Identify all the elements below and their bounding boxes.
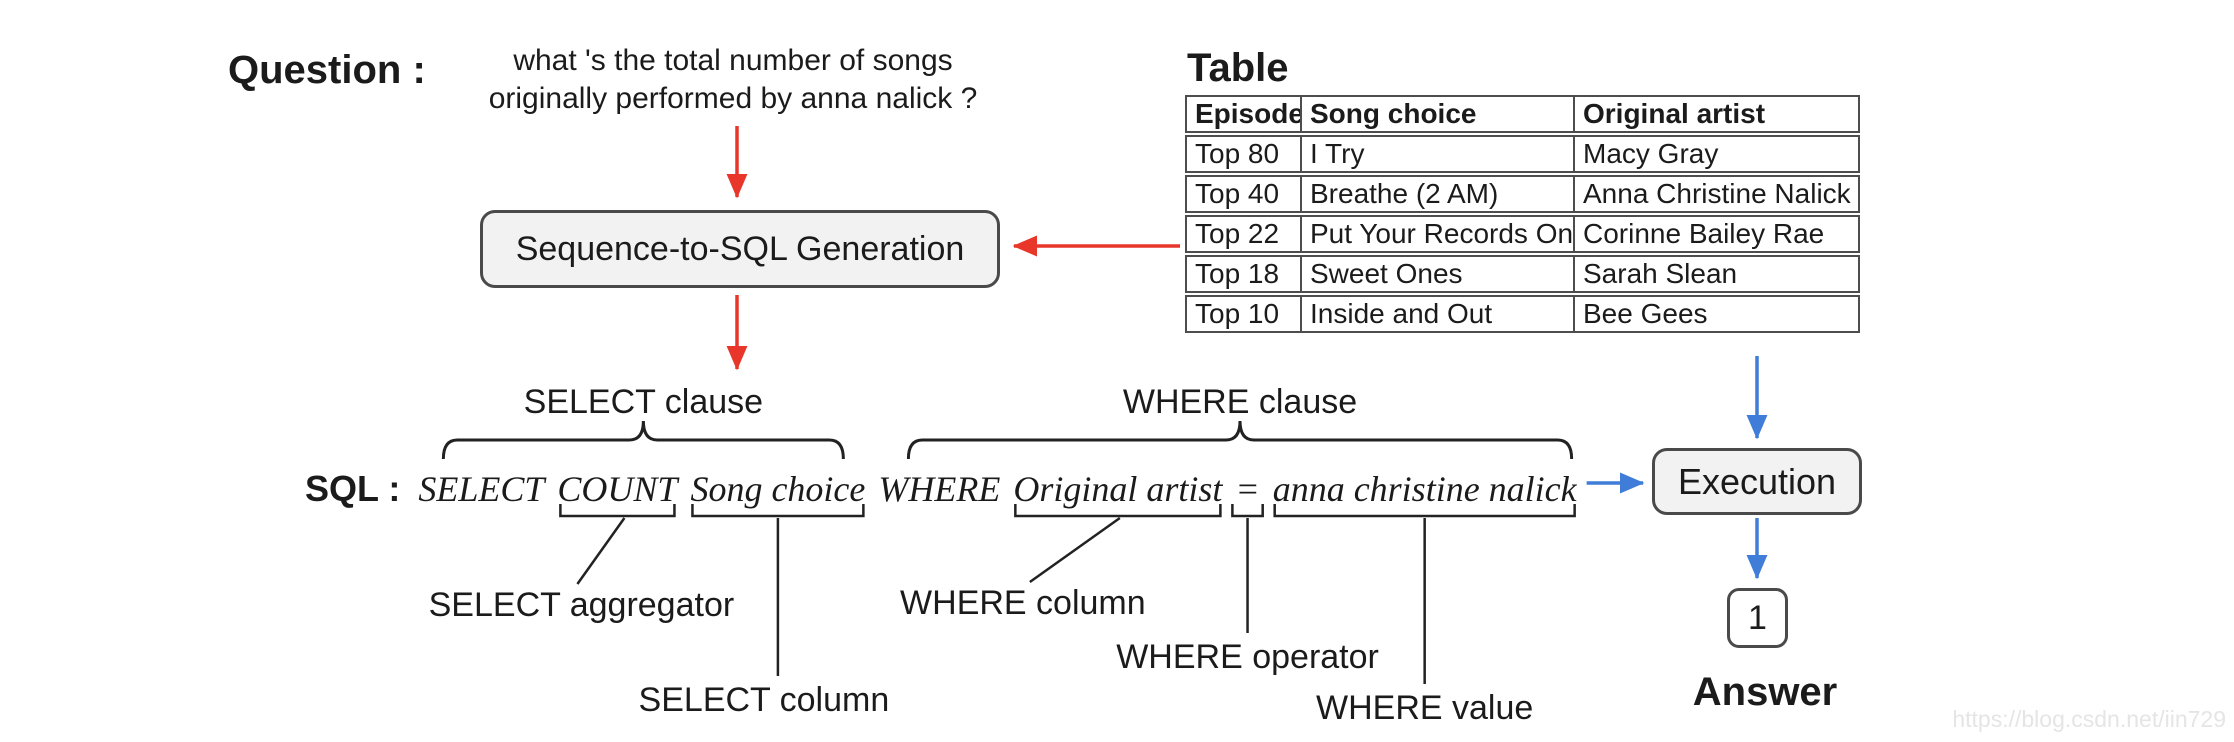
table-header-cell: Episode [1187, 97, 1302, 131]
table-cell: Breathe (2 AM) [1302, 177, 1575, 211]
generator-box-label: Sequence-to-SQL Generation [515, 229, 965, 268]
table-row: Top 80 I Try Macy Gray [1185, 135, 1860, 173]
answer-heading: Answer [1692, 670, 1838, 714]
question-heading: Question : [228, 48, 426, 92]
table-heading: Table [1187, 46, 1289, 90]
table-cell: Top 10 [1187, 297, 1302, 331]
where-operator-label: WHERE operator [1116, 638, 1379, 676]
table-header-cell: Original artist [1583, 98, 1766, 129]
answer-value: 1 [1748, 598, 1767, 637]
sql-where-column: Original artist [1013, 469, 1223, 509]
sql-select-column: Song choice [690, 469, 866, 509]
table-row: Top 22 Put Your Records On Corinne Baile… [1185, 215, 1860, 253]
answer-value-box: 1 [1727, 588, 1788, 648]
select-aggregator-label: SELECT aggregator [428, 586, 735, 624]
where-column-label: WHERE column [900, 584, 1146, 622]
table-cell: Sarah Slean [1583, 258, 1738, 289]
sql-select-keyword: SELECT [418, 469, 545, 509]
select-column-label: SELECT column [638, 681, 890, 719]
sql-where-keyword: WHERE [878, 469, 1001, 509]
table-cell: Macy Gray [1583, 138, 1719, 169]
table-row: Top 10 Inside and Out Bee Gees [1185, 295, 1860, 333]
annotation-mark [441, 420, 845, 460]
table-cell: Bee Gees [1583, 298, 1708, 329]
sql-select-aggregator: COUNT [557, 469, 678, 509]
table-row: Top 18 Sweet Ones Sarah Slean [1185, 255, 1860, 293]
annotation-mark [906, 420, 1574, 460]
annotation-mark [576, 517, 626, 585]
table-cell: Corinne Bailey Rae [1583, 218, 1825, 249]
table-row: Top 40 Breathe (2 AM) Anna Christine Nal… [1185, 175, 1860, 213]
sequence-to-sql-generation-box: Sequence-to-SQL Generation [480, 210, 1000, 288]
where-clause-label: WHERE clause [1122, 383, 1358, 421]
table-header-cell: Song choice [1302, 97, 1575, 131]
execution-box: Execution [1652, 448, 1862, 515]
table-cell: Inside and Out [1302, 297, 1575, 331]
table-cell: Top 18 [1187, 257, 1302, 291]
data-table: Episode Song choice Original artist Top … [1185, 95, 1860, 335]
table-cell: Put Your Records On [1302, 217, 1575, 251]
watermark-url: https://blog.csdn.net/iin729 [1952, 706, 2226, 732]
question-text-line1: what 's the total number of songs [513, 44, 953, 77]
sql-where-value: anna christine nalick [1272, 469, 1577, 509]
question-text: what 's the total number of songs origin… [489, 42, 978, 118]
sql-heading: SQL : [305, 468, 401, 509]
table-cell: Top 22 [1187, 217, 1302, 251]
where-value-label: WHERE value [1316, 689, 1534, 727]
sql-where-operator: = [1235, 469, 1260, 509]
table-header-row: Episode Song choice Original artist [1185, 95, 1860, 133]
table-cell: Top 80 [1187, 137, 1302, 171]
table-cell: Sweet Ones [1302, 257, 1575, 291]
execution-box-label: Execution [1677, 460, 1837, 502]
question-text-line2: originally performed by anna nalick ? [488, 82, 978, 115]
table-cell: Top 40 [1187, 177, 1302, 211]
annotation-mark [1029, 516, 1121, 584]
table-cell: I Try [1302, 137, 1575, 171]
select-clause-label: SELECT clause [523, 383, 764, 421]
table-cell: Anna Christine Nalick [1583, 178, 1851, 209]
sql-output-line: SQL : SELECT COUNT Song choice WHERE Ori… [305, 468, 1577, 510]
